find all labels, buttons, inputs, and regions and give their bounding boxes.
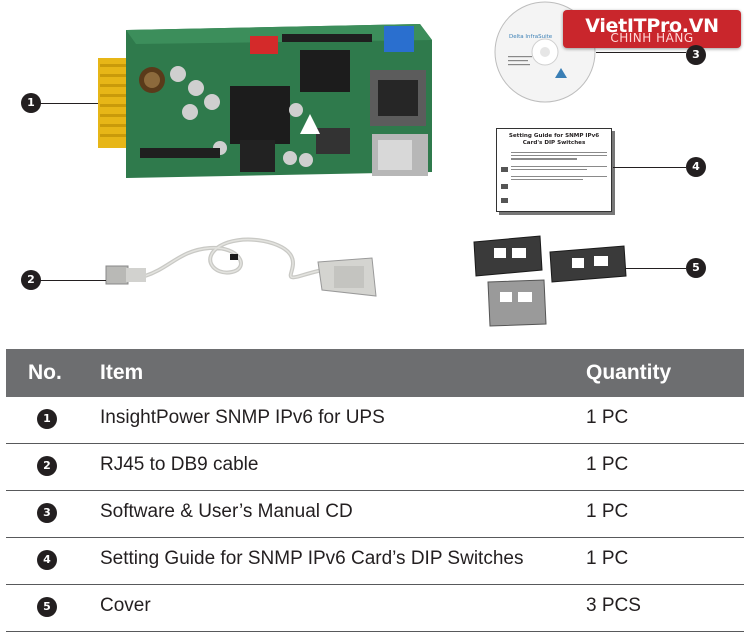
- guide-text-line: [511, 158, 577, 160]
- callout-leader-2: [40, 280, 106, 281]
- row-quantity: 3 PCS: [586, 595, 641, 616]
- guide-text-line: [511, 168, 587, 170]
- guide-text-line: [511, 152, 607, 154]
- callout-number-5: 5: [686, 258, 706, 278]
- package-contents-illustration: [98, 1, 627, 327]
- setting-guide-title: Setting Guide for SNMP IPv6 Card's DIP S…: [508, 133, 600, 146]
- callout-number-1: 1: [21, 93, 41, 113]
- row-quantity: 1 PC: [586, 454, 629, 475]
- header-no: No.: [28, 361, 62, 384]
- vietitpro-watermark: VietITPro.VN CHÍNH HÃNG: [563, 10, 741, 48]
- setting-guide-card: Setting Guide for SNMP IPv6 Card's DIP S…: [496, 128, 612, 212]
- snmp-card-image: [98, 24, 432, 178]
- language-tag-icon: [501, 167, 508, 172]
- guide-text-line: [511, 165, 607, 167]
- header-quantity: Quantity: [586, 361, 672, 384]
- language-tag-icon: [501, 184, 508, 189]
- table-row: 1 InsightPower SNMP IPv6 for UPS 1 PC: [6, 397, 744, 444]
- table-row: 5 Cover 3 PCS: [6, 585, 744, 632]
- row-item: Software & User’s Manual CD: [100, 501, 353, 522]
- guide-text-line: [511, 175, 607, 178]
- row-number-badge: 1: [37, 409, 57, 429]
- cd-label: Delta InfraSuite: [509, 34, 553, 40]
- callout-leader-3: [596, 52, 686, 53]
- callout-leader-1: [40, 103, 98, 104]
- row-number-badge: 2: [37, 456, 57, 476]
- row-quantity: 1 PC: [586, 501, 629, 522]
- callout-leader-5: [626, 268, 686, 269]
- row-quantity: 1 PC: [586, 407, 629, 428]
- callout-number-4: 4: [686, 157, 706, 177]
- row-item: Setting Guide for SNMP IPv6 Card’s DIP S…: [100, 548, 524, 569]
- guide-text-line: [511, 179, 583, 181]
- header-item: Item: [100, 361, 144, 384]
- row-number-badge: 4: [37, 550, 57, 570]
- row-number-badge: 5: [37, 597, 57, 617]
- row-item: Cover: [100, 595, 151, 616]
- watermark-subtitle: CHÍNH HÃNG: [610, 31, 694, 45]
- covers-image: [473, 235, 627, 327]
- guide-text-line: [511, 155, 607, 157]
- row-item: RJ45 to DB9 cable: [100, 454, 259, 475]
- table-row: 2 RJ45 to DB9 cable 1 PC: [6, 444, 744, 491]
- row-item: InsightPower SNMP IPv6 for UPS: [100, 407, 385, 428]
- row-quantity: 1 PC: [586, 548, 629, 569]
- callout-number-3: 3: [686, 45, 706, 65]
- table-row: 4 Setting Guide for SNMP IPv6 Card’s DIP…: [6, 538, 744, 585]
- row-number-badge: 3: [37, 503, 57, 523]
- language-tag-icon: [501, 198, 508, 203]
- callout-leader-4: [613, 167, 686, 168]
- cable-image: [105, 237, 377, 297]
- callout-number-2: 2: [21, 270, 41, 290]
- table-header-row: No. Item Quantity: [6, 349, 744, 397]
- table-row: 3 Software & User’s Manual CD 1 PC: [6, 491, 744, 538]
- watermark-brand: VietITPro.VN: [585, 15, 719, 37]
